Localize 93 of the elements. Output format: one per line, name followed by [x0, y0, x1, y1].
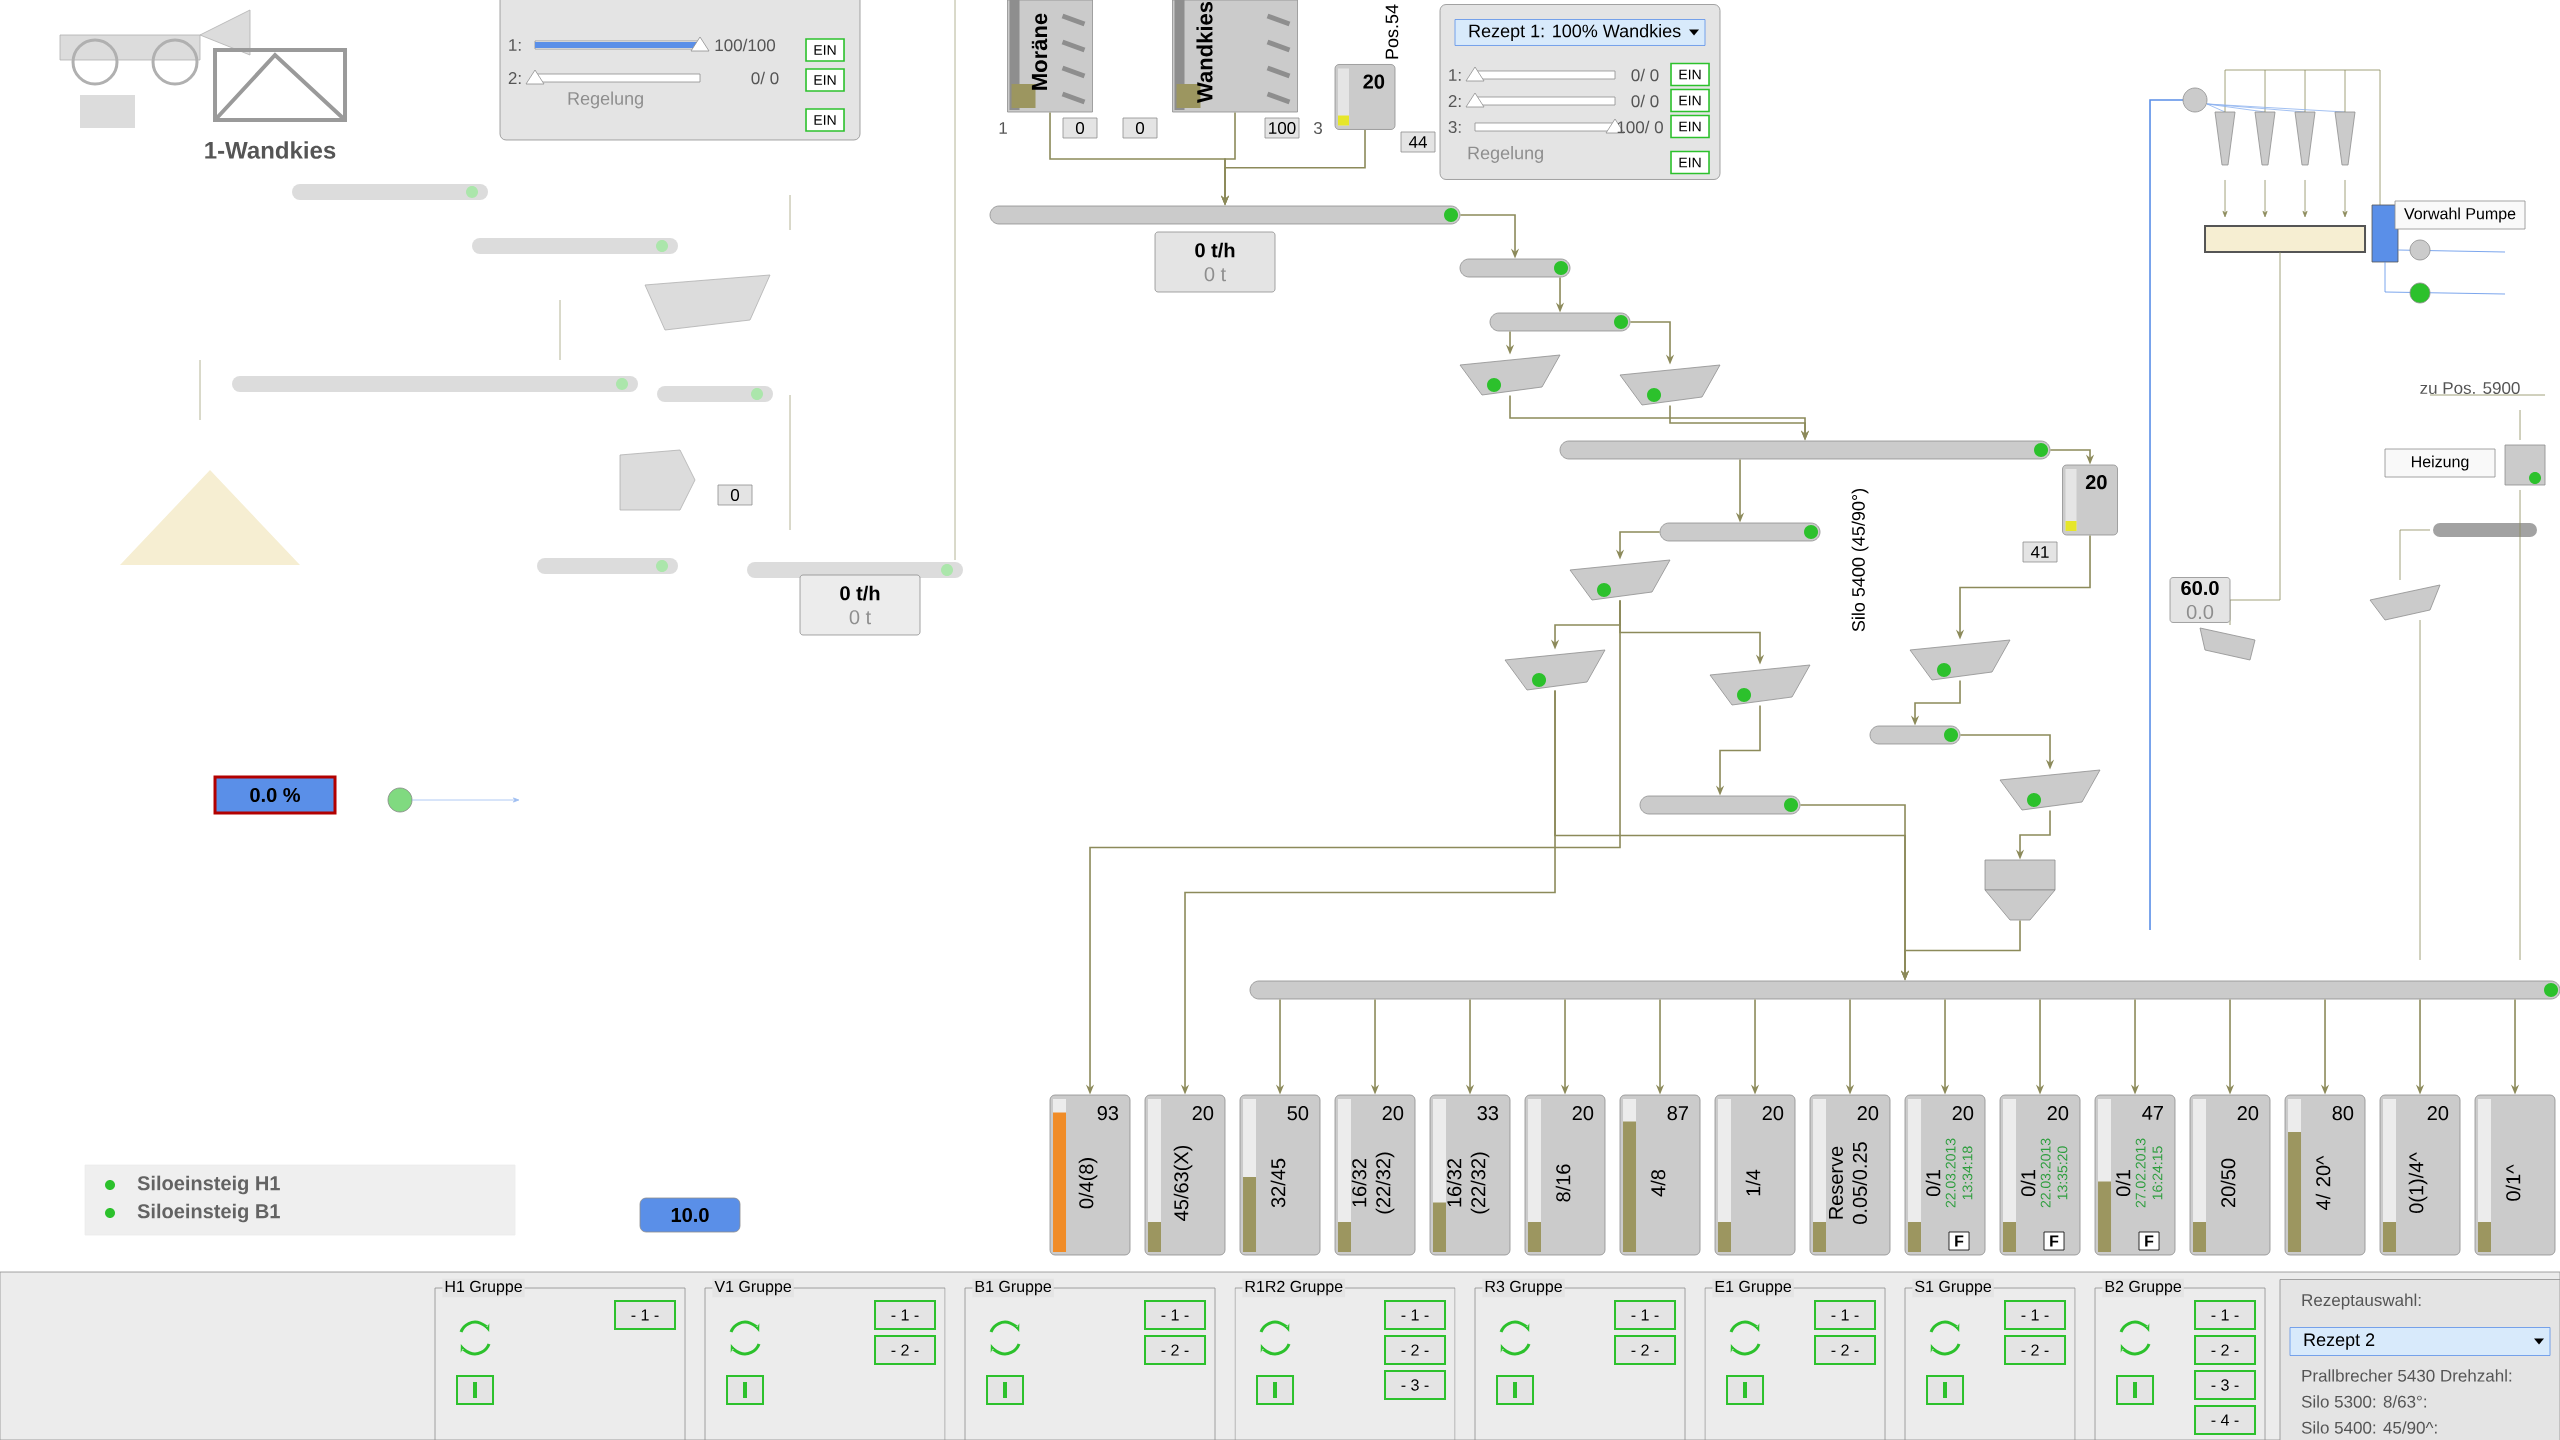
value-display: 60.0 0.0 — [2169, 577, 2231, 623]
dropdown: Rezept 2 — [2289, 1327, 2551, 1356]
step-button: - 1 - — [874, 1300, 936, 1330]
value-box: 44 — [1400, 131, 1436, 153]
status-panel: Siloeinsteig H1 Siloeinsteig B1 — [84, 1164, 516, 1236]
silo: 0(1)/4^ 20 — [2379, 1094, 2461, 1256]
conveyor — [1559, 440, 2051, 460]
screen — [1909, 639, 2011, 681]
silo: 16/32 (22/32) 20 — [1334, 1094, 1416, 1256]
silo: 0/1 47 27.02.2013 16:24:15 F — [2094, 1094, 2176, 1256]
hopper — [1984, 859, 2056, 921]
value-box: 41 — [2022, 541, 2058, 563]
dropdown: Rezept 1: 100% Wandkies — [1454, 19, 1706, 46]
silo: 20 — [2062, 464, 2118, 536]
silo: Reserve 0.05/0.25 20 — [1809, 1094, 1891, 1256]
value-display: 10.0 — [639, 1197, 741, 1233]
caption: Silo 5400 (45/90°) — [1851, 489, 1869, 632]
step-button: - 2 - — [874, 1335, 936, 1365]
value-box: 0 — [717, 484, 753, 506]
conveyor — [1659, 522, 1821, 542]
caption: 1 — [999, 122, 1007, 134]
screen — [1504, 649, 1606, 691]
toggle-button: EIN — [805, 68, 845, 92]
step-button: - 1 - — [1144, 1300, 1206, 1330]
conveyor — [1459, 258, 1571, 278]
caption: 0/ 0 — [1631, 94, 1659, 108]
silo: 8/16 20 — [1524, 1094, 1606, 1256]
toggle-button: EIN — [1670, 150, 1710, 175]
caption: 2: — [508, 72, 521, 84]
toggle-button: EIN — [805, 38, 845, 62]
conveyor — [1869, 725, 1961, 745]
caption: zu Pos. 5900 — [2420, 382, 2520, 394]
conveyor — [1249, 980, 2560, 1000]
caption: 100/100 — [715, 38, 776, 52]
step-button: - 2 - — [1614, 1335, 1676, 1365]
silo: 20 — [1334, 64, 1396, 130]
silo: 4/ 20^ 80 — [2284, 1094, 2366, 1256]
silo: 0/1^ — [2474, 1094, 2556, 1256]
screen — [1569, 559, 1671, 601]
value-box: 100 — [1264, 117, 1300, 139]
value-display: 0 t/h 0 t — [799, 574, 921, 636]
caption: 0/ 0 — [751, 71, 779, 85]
button: Vorwahl Pumpe — [2394, 200, 2526, 230]
conveyor — [1489, 312, 1631, 332]
silo: 4/8 87 — [1619, 1094, 1701, 1256]
conveyor — [1639, 795, 1801, 815]
silo: 0/4(8) 93 — [1049, 1094, 1131, 1256]
conveyor — [989, 205, 1461, 225]
step-button: - 1 - — [1384, 1300, 1446, 1330]
step-button: - 2 - — [2194, 1335, 2256, 1365]
storage-silo: Wandkies — [1172, 0, 1298, 113]
caption: 2: — [1448, 95, 1461, 107]
screen — [1619, 364, 1721, 406]
value-display: 0 t/h 0 t — [1154, 231, 1276, 293]
value-box: 0 — [1062, 117, 1098, 139]
step-button: - 1 - — [1614, 1300, 1676, 1330]
caption: 1: — [1449, 69, 1461, 81]
caption: 100/ 0 — [1617, 120, 1663, 134]
caption: Pos.54 — [1385, 4, 1399, 59]
value-box: 0 — [1122, 117, 1158, 139]
step-button: - 2 - — [2004, 1335, 2066, 1365]
step-button: - 2 - — [1144, 1335, 1206, 1365]
step-button: - 2 - — [1384, 1335, 1446, 1365]
step-button: - 1 - — [2194, 1300, 2256, 1330]
silo: 0/1 20 22.03.2013 13:35:20 F — [1999, 1094, 2081, 1256]
toggle-button: EIN — [805, 108, 845, 132]
percent-bar: 0.0 % — [213, 775, 337, 815]
caption: 3 — [1313, 122, 1322, 134]
silo: 20/50 20 — [2189, 1094, 2271, 1256]
caption: 3: — [1448, 121, 1461, 133]
toggle-button: EIN — [1670, 114, 1710, 139]
toggle-button: EIN — [1670, 88, 1710, 113]
button: Heizung — [2384, 448, 2496, 478]
caption: 0/ 0 — [1631, 68, 1659, 82]
silo: 0/1 20 22.03.2013 13:34:18 F — [1904, 1094, 1986, 1256]
silo: 16/32 (22/32) 33 — [1429, 1094, 1511, 1256]
step-button: - 4 - — [2194, 1405, 2256, 1435]
toggle-button: EIN — [1670, 62, 1710, 87]
caption: 1-Wandkies — [205, 141, 336, 159]
step-button: - 3 - — [2194, 1370, 2256, 1400]
silo: 45/63(X) 20 — [1144, 1094, 1226, 1256]
silo: 1/4 20 — [1714, 1094, 1796, 1256]
silo: 32/45 50 — [1239, 1094, 1321, 1256]
screen — [1999, 769, 2101, 811]
screen — [1709, 664, 1811, 706]
step-button: - 1 - — [1814, 1300, 1876, 1330]
caption: 1: — [509, 39, 521, 51]
step-button: - 1 - — [614, 1300, 676, 1330]
storage-silo: Moräne — [1007, 0, 1093, 113]
step-button: - 2 - — [1814, 1335, 1876, 1365]
screen — [1459, 354, 1561, 396]
step-button: - 3 - — [1384, 1370, 1446, 1400]
step-button: - 1 - — [2004, 1300, 2066, 1330]
